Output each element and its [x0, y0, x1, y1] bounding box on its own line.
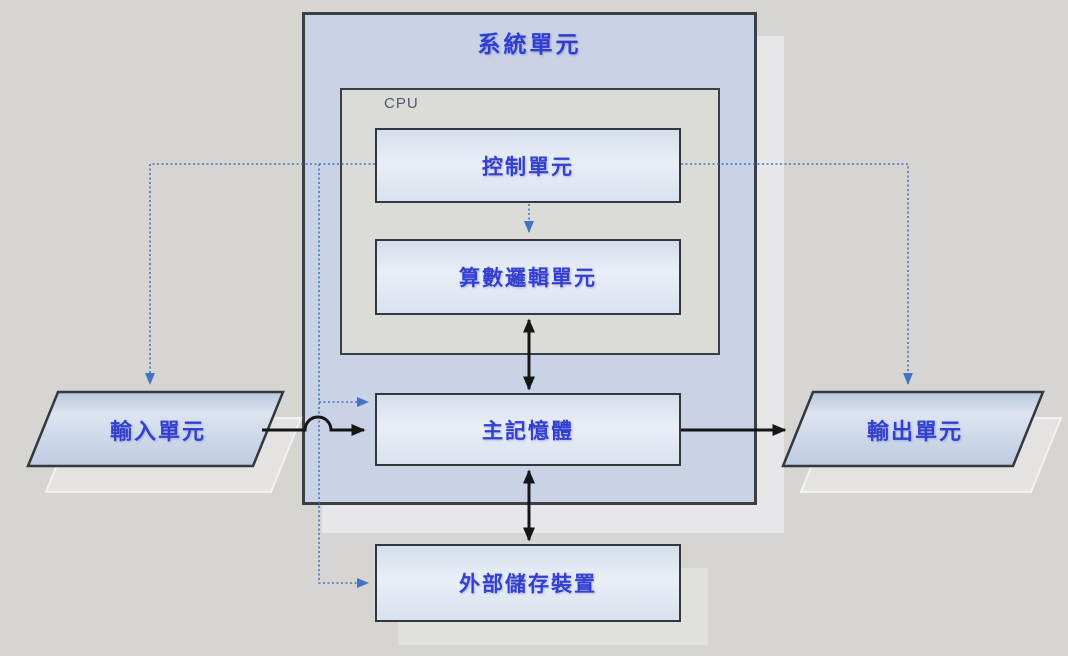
main-memory-box: 主記憶體 [375, 393, 681, 466]
control-unit-label: 控制單元 [482, 155, 574, 179]
external-storage-label: 外部儲存裝置 [459, 573, 597, 596]
input-unit-label: 輸入單元 [109, 419, 206, 444]
cpu-label: CPU [384, 95, 419, 112]
alu-box: 算數邏輯單元 [375, 239, 681, 315]
main-memory-label: 主記憶體 [482, 419, 574, 443]
control-unit-box: 控制單元 [375, 128, 681, 203]
alu-label: 算數邏輯單元 [459, 267, 597, 290]
output-unit-label: 輸出單元 [866, 419, 963, 444]
system-unit-label: 系統單元 [477, 31, 582, 57]
external-storage-box: 外部儲存裝置 [375, 544, 681, 622]
